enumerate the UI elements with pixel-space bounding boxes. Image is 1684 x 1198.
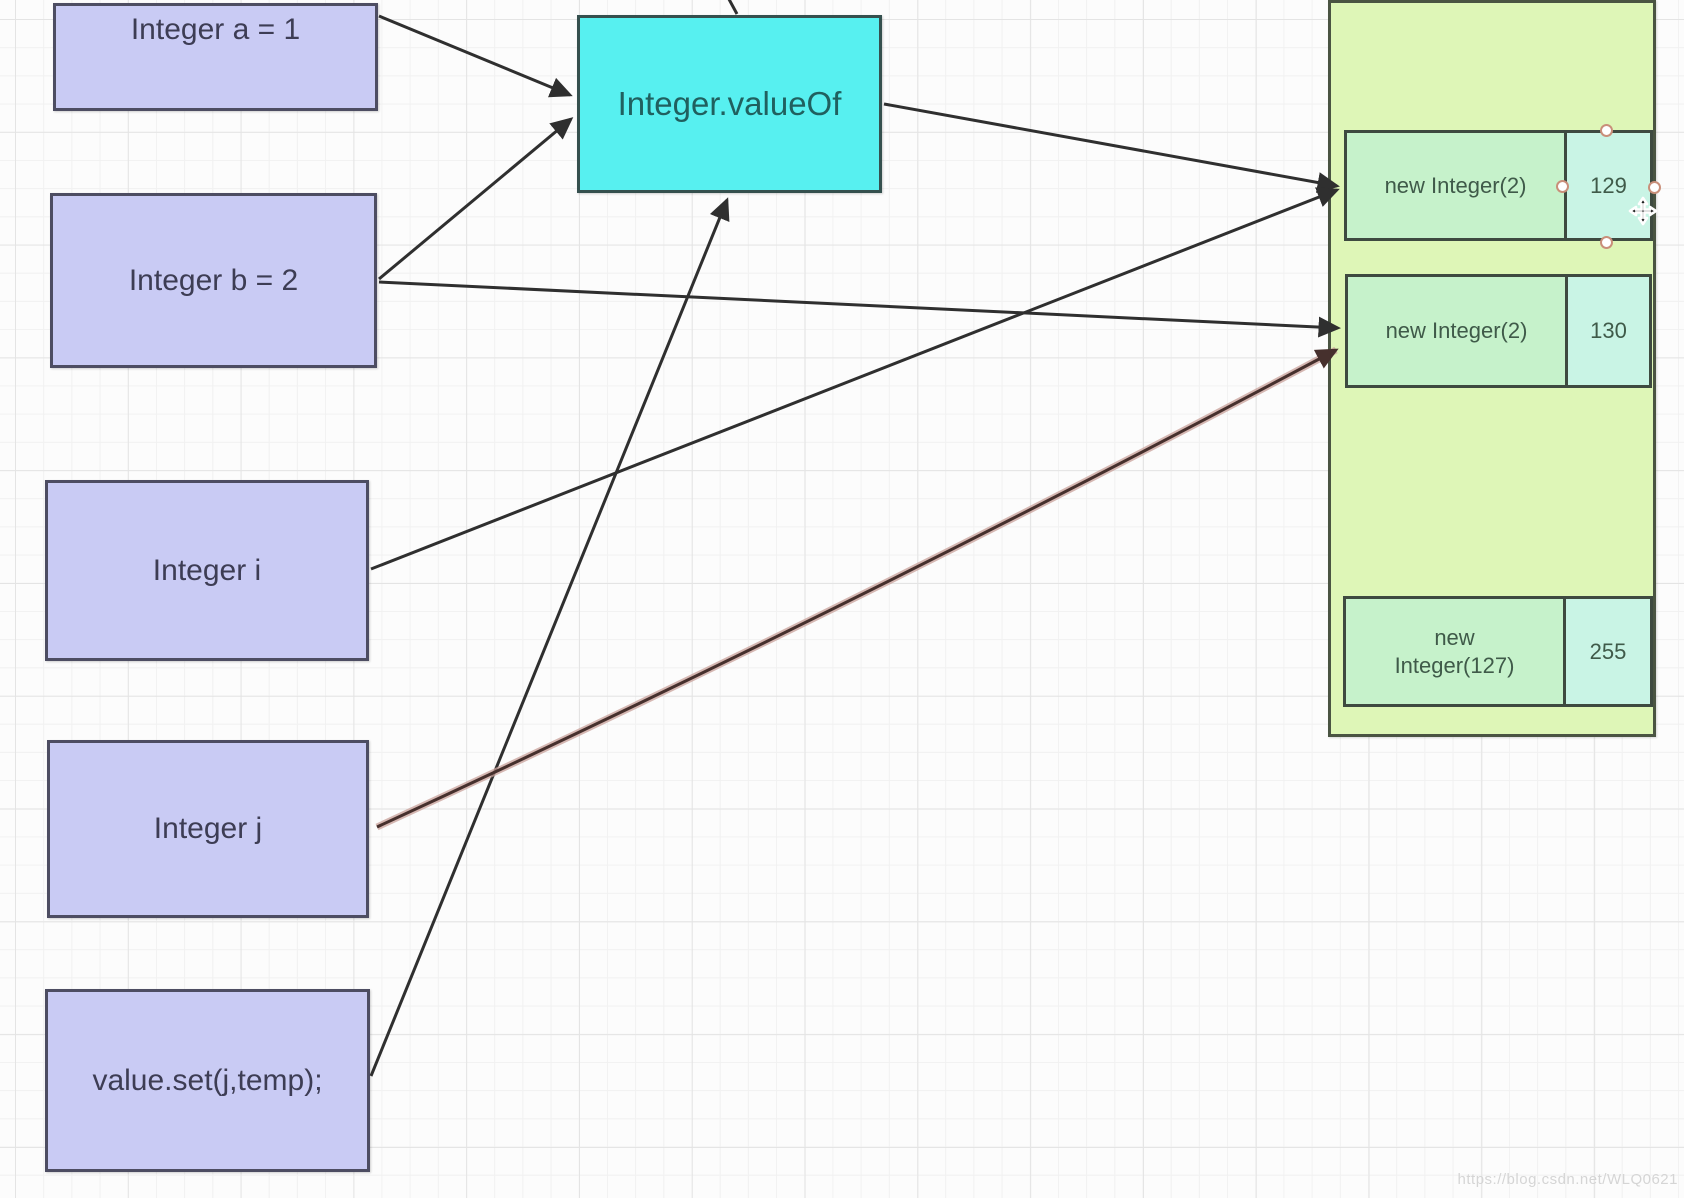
edge-j-to-heap-130-halo [375,346,1338,831]
edge-b-to-valueof[interactable] [378,117,574,281]
edge-valueof-top-stub[interactable] [724,0,739,15]
node-integer-a-label: Integer a = 1 [130,13,301,46]
node-integer-valueof[interactable]: Integer.valueOf [577,15,882,193]
node-integer-a[interactable]: Integer a = 1 [53,3,378,111]
selection-handle-left[interactable] [1556,180,1569,193]
heap-row-129-value: 129 [1590,172,1627,198]
node-integer-i[interactable]: Integer i [45,480,369,661]
edge-i-to-heap-129[interactable] [370,187,1340,571]
heap-row-129-name-cell[interactable]: new Integer(2) [1347,133,1567,238]
edge-j-to-heap-130[interactable] [376,348,1339,829]
heap-row-130-value-cell[interactable]: 130 [1568,277,1649,385]
heap-row-255-value-cell[interactable]: 255 [1566,599,1650,704]
heap-row-130-value: 130 [1590,318,1627,343]
heap-row-130-name: new Integer(2) [1385,318,1528,344]
node-value-set-label: value.set(j,temp); [92,1063,323,1097]
node-integer-i-label: Integer i [152,553,262,587]
heap-row-255-name-cell[interactable]: new Integer(127) [1346,599,1566,704]
edge-valueset-to-valueof[interactable] [369,197,730,1077]
node-integer-j[interactable]: Integer j [47,740,369,918]
heap-row-255-value: 255 [1589,638,1627,664]
heap-row-255[interactable]: new Integer(127) 255 [1343,596,1653,707]
node-integer-b[interactable]: Integer b = 2 [50,193,377,368]
edge-a-to-valueof[interactable] [378,14,573,98]
heap-row-255-name: new Integer(127) [1394,625,1515,678]
edge-b-to-heap-130[interactable] [378,280,1341,338]
move-cursor-icon [1628,196,1658,226]
heap-row-129-name: new Integer(2) [1384,172,1527,198]
heap-row-129-value-cell[interactable]: 129 [1567,133,1650,238]
selection-handle-top[interactable] [1600,124,1613,137]
node-integer-b-label: Integer b = 2 [128,263,299,297]
heap-row-130-name-cell[interactable]: new Integer(2) [1348,277,1568,385]
edge-valueof-to-heap-129[interactable] [883,102,1340,193]
selection-handle-bottom[interactable] [1600,236,1613,249]
node-integer-valueof-label: Integer.valueOf [617,85,842,122]
node-value-set[interactable]: value.set(j,temp); [45,989,370,1172]
watermark: https://blog.csdn.net/WLQ0621 [1457,1171,1678,1188]
node-integer-j-label: Integer j [153,812,263,845]
heap-row-130[interactable]: new Integer(2) 130 [1345,274,1652,388]
selection-handle-right[interactable] [1648,181,1661,194]
heap-row-129[interactable]: new Integer(2) 129 [1344,130,1653,241]
